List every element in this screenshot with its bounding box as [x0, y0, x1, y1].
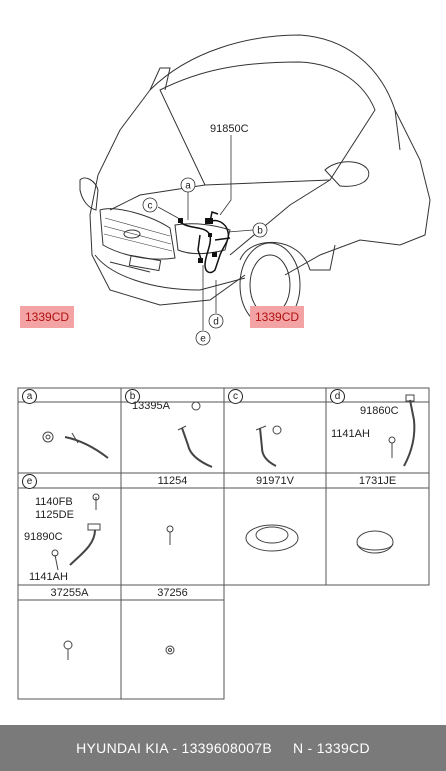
cell-37255a-header: 37255A: [50, 587, 89, 599]
footer-bar: HYUNDAI KIA - 1339608007B N - 1339CD: [0, 725, 446, 771]
bolt-11254-drawing: [166, 525, 174, 533]
car-wiring-illustration: a c b d e 91850C: [79, 34, 431, 346]
svg-text:a: a: [185, 181, 191, 192]
bolt-37255a-drawing: [63, 640, 73, 650]
cell-91971v-header: 91971V: [256, 475, 294, 487]
cell-37256-header: 37256: [157, 587, 188, 599]
svg-text:b: b: [257, 226, 263, 237]
callout-b: b: [252, 222, 268, 238]
footer-code: N - 1339CD: [292, 740, 370, 756]
callout-e: e: [195, 330, 211, 346]
cell-1731je-header: 1731JE: [358, 475, 397, 487]
harness-e-drawing: [69, 529, 96, 566]
footer-brand: HYUNDAI KIA: [76, 740, 169, 756]
callout-c: c: [142, 197, 158, 213]
cell-a-letter: a: [22, 389, 37, 404]
svg-text:e: e: [200, 334, 206, 345]
nut-b-drawing: [191, 401, 201, 411]
headlight-outline: [174, 223, 231, 255]
cell-e-part-label-1: 1140FB: [35, 496, 73, 508]
cell-b-part-label: 13395A: [132, 400, 170, 412]
plug-drawing: [356, 530, 394, 554]
grille-outline: [99, 208, 176, 260]
callout-a: a: [180, 177, 196, 193]
cell-d-part-label-2: 1141AH: [331, 428, 370, 440]
cell-e-letter: e: [22, 474, 37, 489]
grommet-drawing: [245, 524, 299, 552]
cell-d-letter: d: [330, 389, 345, 404]
nut-a-drawing: [42, 431, 54, 443]
cell-11254-header: 11254: [157, 475, 188, 487]
cell-b-letter: b: [125, 389, 140, 404]
logo-outline: [123, 229, 141, 239]
nut-37256-drawing: [165, 645, 175, 655]
mirror-outline: [324, 161, 370, 187]
footer-number: 1339608007B: [181, 740, 272, 756]
hood-outline: [149, 34, 401, 151]
windshield-outline: [159, 61, 376, 186]
cell-a-highlight-label: 1339CD: [20, 306, 75, 328]
cell-e-part-label-3: 91890C: [24, 531, 63, 543]
cell-c-letter: c: [228, 389, 243, 404]
footer-sep: -: [172, 740, 178, 756]
cell-d-part-label-1: 91860C: [360, 405, 399, 417]
cell-e-part-label-4: 1141AH: [29, 571, 68, 583]
cell-e-part-label-2: 1125DE: [35, 509, 74, 521]
main-part-label: 91850C: [210, 123, 249, 135]
wiring-harness: [179, 219, 230, 274]
svg-text:c: c: [148, 201, 153, 212]
svg-text:d: d: [213, 317, 219, 328]
cell-c-highlight-label: 1339CD: [250, 306, 305, 328]
callout-d: d: [208, 313, 224, 329]
harness-d-drawing: [403, 399, 416, 467]
